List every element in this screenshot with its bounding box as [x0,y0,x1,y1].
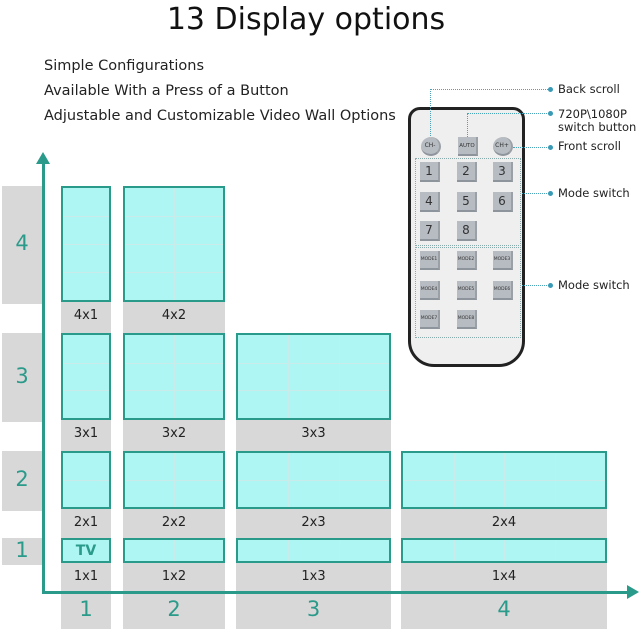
layout-panel-1x4[interactable] [401,538,607,563]
layout-label: 1x2 [161,569,187,584]
number-button-5[interactable]: 5 [457,192,477,212]
ch-minus-button[interactable]: CH- [421,137,441,156]
callout-dot-icon [548,111,553,116]
layout-panel-2x2[interactable] [123,451,225,509]
layout-label: 1x4 [491,569,517,584]
callout-mode-switch: Mode switch [558,278,630,292]
mode-button-6[interactable]: MODE6 [493,281,513,300]
layout-label: 2x2 [161,515,187,530]
callout-back-scroll: Back scroll [558,82,620,96]
mode-button-4[interactable]: MODE4 [420,281,440,300]
mode-button-2[interactable]: MODE2 [457,251,477,270]
page-title: 13 Display options [166,2,446,37]
callout-front-scroll: Front scroll [558,139,621,153]
layout-panel-1x1[interactable]: TV [61,538,111,563]
number-button-6[interactable]: 6 [493,192,513,212]
row-band [2,186,42,304]
row-axis-label: 2 [15,467,29,491]
number-group-outline [415,158,521,246]
row-axis-label: 1 [15,537,29,562]
callout-mode-switch: Mode switch [558,186,630,200]
callout-dot-icon [548,191,553,196]
layout-label: 1x3 [301,569,326,584]
ch-plus-button[interactable]: CH+ [493,137,513,156]
mode-group-outline [415,247,521,338]
layout-label: 3x1 [73,426,99,441]
layout-label: 2x3 [301,515,326,530]
row-band [2,538,42,565]
row-axis-label: 3 [15,363,29,388]
feature-text: Simple Configurations [44,58,205,74]
number-button-8[interactable]: 8 [457,221,477,241]
x-axis-line [42,591,630,594]
number-button-3[interactable]: 3 [493,162,513,182]
callout-dot-icon [548,283,553,288]
layout-label: 3x3 [301,426,326,441]
callout-dot-icon [548,145,553,150]
x-axis-arrow-icon [627,585,639,599]
mode-button-3[interactable]: MODE3 [493,251,513,270]
layout-label: 3x2 [161,426,187,441]
layout-panel-1x2[interactable] [123,538,225,563]
layout-label: 2x1 [73,515,99,530]
layout-panel-4x1[interactable] [61,186,111,302]
column-axis-label: 4 [497,597,511,621]
row-axis-label: 4 [15,231,29,255]
layout-label: 4x2 [161,308,187,323]
layout-label: 2x4 [491,515,517,530]
mode-button-5[interactable]: MODE5 [457,281,477,300]
mode-button-1[interactable]: MODE1 [420,251,440,270]
feature-text: Available With a Press of a Button [44,83,289,99]
row-band [2,333,42,422]
layout-panel-3x3[interactable] [236,333,391,420]
number-button-2[interactable]: 2 [457,162,477,182]
layout-label: 4x1 [73,308,99,323]
layout-panel-3x1[interactable] [61,333,111,420]
y-axis-arrow-icon [36,152,50,164]
layout-panel-4x2[interactable] [123,186,225,302]
callout-resolution-2: switch button [558,120,637,134]
row-band [2,451,42,511]
feature-text: Adjustable and Customizable Video Wall O… [44,108,396,124]
number-button-4[interactable]: 4 [420,192,440,212]
column-axis-label: 3 [306,597,321,621]
callout-resolution: 720P\1080P [558,107,627,121]
layout-label: 1x1 [73,569,99,584]
layout-panel-1x3[interactable] [236,538,391,563]
tv-label: TV [75,542,97,559]
mode-button-8[interactable]: MODE8 [457,310,477,329]
column-axis-label: 2 [167,597,181,621]
layout-panel-3x2[interactable] [123,333,225,420]
mode-button-7[interactable]: MODE7 [420,310,440,329]
layout-panel-2x3[interactable] [236,451,391,509]
number-button-1[interactable]: 1 [420,162,440,182]
number-button-7[interactable]: 7 [420,221,440,241]
column-axis-label: 1 [79,597,93,621]
layout-panel-2x1[interactable] [61,451,111,509]
auto-button[interactable]: AUTO [458,137,478,156]
callout-dot-icon [548,87,553,92]
layout-panel-2x4[interactable] [401,451,607,509]
y-axis-line [42,162,45,594]
